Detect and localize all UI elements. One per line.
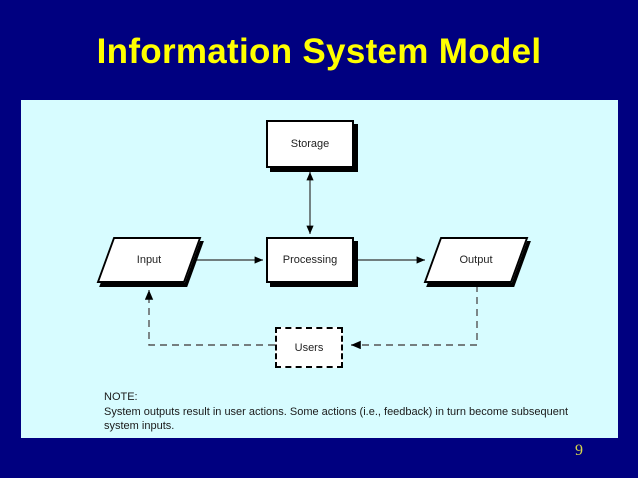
diagram-node-input[interactable]: Input xyxy=(96,237,202,283)
diagram-node-storage[interactable]: Storage xyxy=(266,120,354,168)
edge-users-to-input xyxy=(144,290,275,346)
note-body: System outputs result in user actions. S… xyxy=(104,405,569,433)
page-number: 9 xyxy=(575,442,583,459)
diagram-connectors xyxy=(144,172,478,350)
information-system-diagram: Storage Input Processing Output Users NO… xyxy=(21,100,618,438)
note-block: NOTE: System outputs result in user acti… xyxy=(104,390,574,434)
storage-label: Storage xyxy=(290,138,330,150)
diagram-node-users[interactable]: Users xyxy=(275,327,343,368)
output-label: Output xyxy=(459,254,493,266)
processing-label: Processing xyxy=(282,254,338,266)
input-label: Input xyxy=(136,254,162,266)
edge-output-to-users xyxy=(351,285,478,350)
content-panel: Storage Input Processing Output Users NO… xyxy=(21,100,618,438)
diagram-node-processing[interactable]: Processing xyxy=(266,237,354,283)
note-label: NOTE: xyxy=(104,391,138,403)
page-title: Information System Model xyxy=(96,32,542,71)
users-label: Users xyxy=(294,341,324,354)
diagram-node-output[interactable]: Output xyxy=(423,237,529,283)
